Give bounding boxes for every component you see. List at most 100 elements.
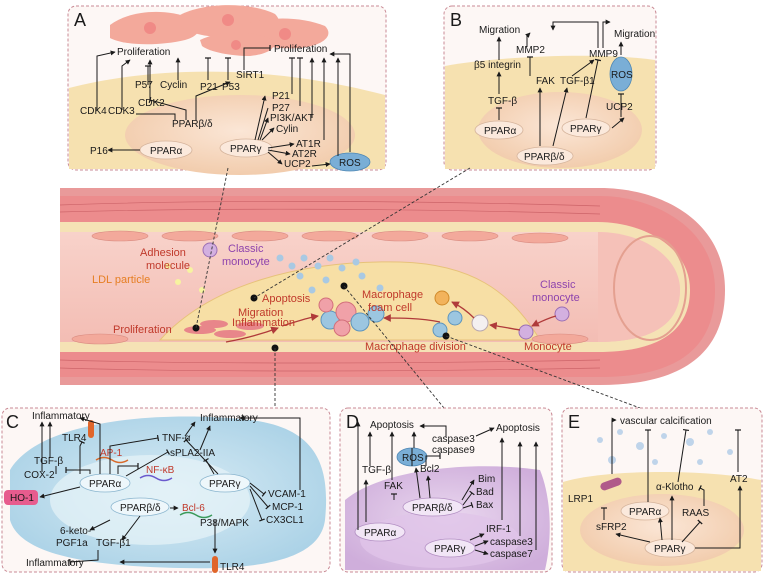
c-ppar-bd: PPARβ/δ — [120, 503, 161, 514]
e-sfrp2: sFRP2 — [596, 522, 627, 533]
d-bad: Bad — [476, 487, 494, 498]
c-tlr4-top: TLR4 — [62, 433, 87, 444]
panel-a-letter: A — [74, 10, 86, 30]
panel-a-cells — [110, 5, 329, 56]
vessel-opening — [613, 235, 687, 341]
a-ppar-bd: PPARβ/δ — [172, 119, 213, 130]
b-ros-bubble — [609, 56, 633, 92]
panel-c-arrows — [39, 415, 301, 566]
c-keto-1: 6-keto- — [60, 526, 91, 537]
b-b5-integrin: β5 integrin — [474, 60, 521, 71]
d-bax: Bax — [476, 500, 493, 511]
d-bcl2: Bcl2 — [420, 464, 440, 475]
c-ap1-dna — [95, 456, 129, 464]
c-nfkb: NF-κB — [146, 465, 175, 476]
panel-e-letter: E — [568, 412, 580, 432]
c-tnfa: TNF-α — [162, 433, 191, 444]
b-ppar-bd-bubble — [516, 146, 574, 166]
e-at2: AT2 — [730, 474, 748, 485]
connector-lines — [195, 167, 641, 409]
vessel-classic-monocyte-right-1: Classic — [540, 279, 576, 291]
b-fak: FAK — [536, 76, 555, 87]
c-mcp: MCP-1 — [272, 502, 304, 513]
vessel: Adhesion molecule Classic monocyte LDL p… — [59, 188, 725, 385]
panel-e-arrows — [601, 417, 743, 549]
c-tlr4-top-receptor — [88, 420, 94, 438]
vessel-proliferation: Proliferation — [113, 324, 172, 336]
e-raas: RAAS — [682, 508, 710, 519]
c-bcl6-dna — [179, 511, 213, 519]
smooth-muscle-cells — [184, 320, 264, 338]
b-ppar-g: PPARγ — [570, 124, 602, 135]
b-ppar-a: PPARα — [484, 126, 516, 137]
panel-c: C Inflammatory Inflammatory Inflammatory… — [1, 407, 331, 573]
panel-a-arrows — [96, 45, 351, 167]
a-pi3k: PI3K/AKT — [270, 113, 314, 124]
c-cox2: COX-2 — [24, 470, 55, 481]
e-calcification: vascular calcification — [620, 416, 712, 427]
a-cdk2: CDK2 — [138, 98, 165, 109]
c-ppar-a-bubble — [79, 473, 131, 493]
d-ros: ROS — [402, 453, 424, 464]
vessel-ldl: LDL particle — [92, 274, 150, 286]
b-ros: ROS — [611, 70, 633, 81]
vessel-apoptosis: Apoptosis — [262, 293, 311, 305]
vessel-classic-monocyte-right-2: monocyte — [532, 292, 580, 304]
foam-cells — [202, 242, 570, 340]
a-at2r: AT2R — [292, 149, 317, 160]
vessel-classic-monocyte-left-2: monocyte — [222, 256, 270, 268]
panel-c-letter: C — [6, 412, 19, 432]
d-ppar-a-bubble — [354, 522, 406, 542]
panel-b-letter: B — [450, 10, 462, 30]
a-p21-left: P21 — [200, 82, 218, 93]
c-tlr4-bottom: TLR4 — [220, 562, 245, 573]
b-migration-right: Migration — [614, 29, 655, 40]
d-caspase9: caspase9 — [432, 445, 475, 456]
e-ppar-g: PPARγ — [654, 544, 686, 555]
c-ap1: AP-1 — [100, 448, 123, 459]
a-proliferation-left: Proliferation — [117, 47, 170, 58]
panel-a: A Proliferation Proliferation P57 Cyclin… — [67, 5, 387, 175]
b-tgfb: TGF-β — [488, 96, 517, 107]
vessel-migration: Migration — [238, 307, 283, 319]
a-p27: P27 — [272, 103, 290, 114]
a-ucp2: UCP2 — [284, 159, 311, 170]
panel-d-letter: D — [346, 412, 359, 432]
d-ppar-bd: PPARβ/δ — [412, 503, 453, 514]
vessel-adhesion-1: Adhesion — [140, 247, 186, 259]
vessel-monocyte: Monocyte — [524, 341, 572, 353]
a-ppar-a: PPARα — [150, 146, 182, 157]
d-ppar-a: PPARα — [364, 528, 396, 539]
c-vcam: VCAM-1 — [268, 489, 306, 500]
ldl-particles — [165, 254, 384, 294]
b-mmp2: MMP2 — [516, 45, 545, 56]
c-cx3: CX3CL1 — [266, 515, 304, 526]
a-sirt1: SIRT1 — [236, 70, 265, 81]
c-tgfb1: TGF-β1 — [96, 538, 131, 549]
d-caspase7: caspase7 — [490, 549, 533, 560]
c-tlr4-bottom-receptor — [212, 556, 218, 573]
e-lrp1-receptor — [600, 477, 622, 491]
d-caspase3-top: caspase3 — [432, 434, 475, 445]
vessel-macrophage-division: Macrophage division — [365, 341, 466, 353]
d-irf1: IRF-1 — [486, 524, 511, 535]
c-inflammatory-bottom: Inflammatory — [26, 558, 84, 569]
panel-e: E vascular calcification LRP1 α-Klotho A… — [561, 407, 763, 573]
b-ucp2: UCP2 — [606, 102, 633, 113]
panel-d: D Apoptosis Apoptosis caspase3 caspase9 … — [339, 407, 553, 573]
panel-e-crystals — [597, 429, 733, 465]
b-migration-left: Migration — [479, 25, 520, 36]
a-cdk3: CDK3 — [108, 106, 135, 117]
d-fak: FAK — [384, 481, 403, 492]
a-ros: ROS — [339, 158, 361, 169]
e-ppar-a-bubble — [620, 501, 670, 521]
d-tgfb: TGF-β — [362, 465, 391, 476]
vessel-inflammation: Inflammation — [232, 317, 295, 329]
vessel-adhesion-2: molecule — [146, 260, 190, 272]
endothelial-cells — [71, 230, 589, 345]
a-ppar-g: PPARγ — [230, 144, 262, 155]
e-lrp1: LRP1 — [568, 494, 593, 505]
vessel-classic-monocyte-left-1: Classic — [228, 243, 264, 255]
a-p53: P53 — [222, 82, 240, 93]
